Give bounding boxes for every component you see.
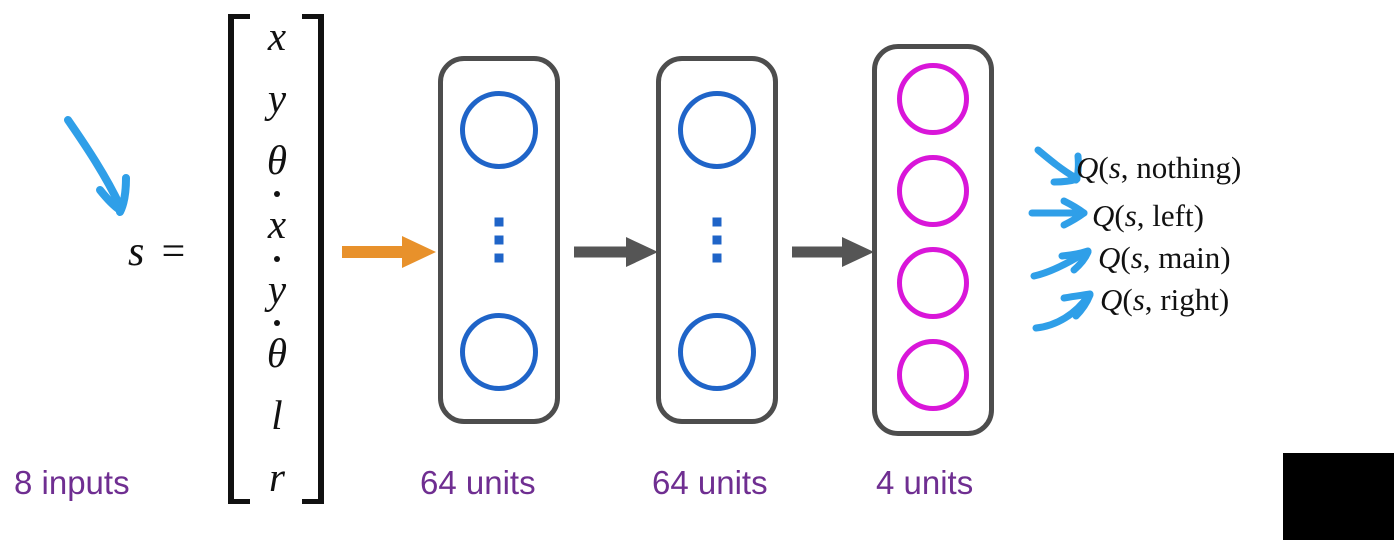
state-vector-item-label: θ: [266, 329, 288, 376]
q-open-paren: (: [1120, 240, 1131, 275]
q-value-label-left: Q(s, left): [1092, 198, 1204, 234]
state-symbol: s: [1132, 282, 1145, 317]
unit-circle: [460, 313, 538, 391]
arrow-to-q-main-icon: [1030, 247, 1092, 280]
q-separator: ,: [1136, 198, 1153, 233]
state-vector-item: θ: [266, 319, 288, 376]
q-close-paren: ): [1218, 282, 1230, 317]
arrow-to-q-left-icon: [1028, 197, 1088, 229]
derivative-dot-icon: [273, 191, 280, 198]
arrow-hidden2-to-output-icon: [792, 237, 874, 267]
unit-circle: [897, 339, 969, 411]
state-vector-item: x: [268, 16, 286, 57]
q-value-label-nothing: Q(s, nothing): [1076, 150, 1242, 185]
q-action-label: main: [1158, 240, 1221, 275]
unit-circle: [460, 91, 538, 169]
derivative-dot-icon: [273, 319, 280, 326]
unit-circle: [678, 313, 756, 391]
state-symbol: s: [1124, 198, 1137, 233]
state-vector-item: r: [269, 453, 285, 500]
q-close-paren: ): [1231, 150, 1242, 185]
unit-circle: [897, 155, 969, 227]
caption-hidden1-layer: 64 units: [420, 464, 536, 501]
state-vector-item-label: l: [271, 391, 283, 438]
q-symbol: Q: [1092, 198, 1115, 233]
arrow-hidden1-to-hidden2-icon: [574, 237, 658, 267]
q-action-label: left: [1152, 198, 1194, 233]
state-symbol: s: [1108, 150, 1121, 185]
arrow-input-to-hidden1-icon: [342, 236, 436, 268]
q-action-label: right: [1160, 282, 1219, 317]
state-vector-item: l: [271, 391, 283, 438]
q-open-paren: (: [1122, 282, 1133, 317]
q-separator: ,: [1142, 240, 1159, 275]
unit-circle: [897, 63, 969, 135]
unit-circle: [897, 247, 969, 319]
q-symbol: Q: [1100, 282, 1123, 317]
q-separator: ,: [1120, 150, 1137, 185]
q-close-paren: ): [1193, 198, 1204, 233]
black-overlay-block: [1283, 453, 1394, 540]
state-vector-item-label: θ: [266, 137, 288, 184]
bracket-left-icon: [228, 14, 250, 504]
caption-input-layer: 8 inputs: [14, 464, 130, 501]
q-symbol: Q: [1076, 150, 1099, 185]
state-vector-item-label: x: [267, 201, 287, 248]
layer-hidden2: [656, 56, 778, 424]
q-close-paren: ): [1220, 240, 1231, 275]
ellipsis-vertical-icon: [712, 217, 722, 263]
q-open-paren: (: [1114, 198, 1125, 233]
state-vector-item-label: r: [269, 453, 285, 500]
q-separator: ,: [1144, 282, 1161, 317]
ellipsis-vertical-icon: [494, 217, 504, 263]
state-pointer-arrow-icon: [64, 116, 130, 216]
state-vector-item: x: [267, 191, 287, 248]
q-action-label: nothing: [1136, 150, 1232, 185]
state-equation-label: s =: [128, 229, 190, 275]
caption-output-layer: 4 units: [876, 464, 974, 501]
state-vector-item-label: y: [267, 265, 287, 312]
derivative-dot-icon: [273, 255, 280, 262]
arrow-to-q-nothing-icon: [1034, 146, 1082, 186]
state-vector-item-label: y: [267, 75, 287, 122]
state-vector-item-label: x: [267, 13, 287, 59]
state-vector: x y θ x y θ l r: [228, 14, 324, 504]
layer-output: [872, 44, 994, 436]
unit-circle: [678, 91, 756, 169]
bracket-right-icon: [302, 14, 324, 504]
q-symbol: Q: [1098, 240, 1121, 275]
state-vector-item: θ: [267, 140, 287, 181]
q-value-label-main: Q(s, main): [1098, 240, 1231, 276]
state-symbol: s: [1130, 240, 1143, 275]
arrow-to-q-right-icon: [1032, 290, 1094, 332]
caption-hidden2-layer: 64 units: [652, 464, 768, 501]
state-vector-item: y: [268, 78, 286, 119]
layer-hidden1: [438, 56, 560, 424]
q-value-label-right: Q(s, right): [1100, 282, 1229, 318]
state-vector-item: y: [267, 255, 287, 312]
